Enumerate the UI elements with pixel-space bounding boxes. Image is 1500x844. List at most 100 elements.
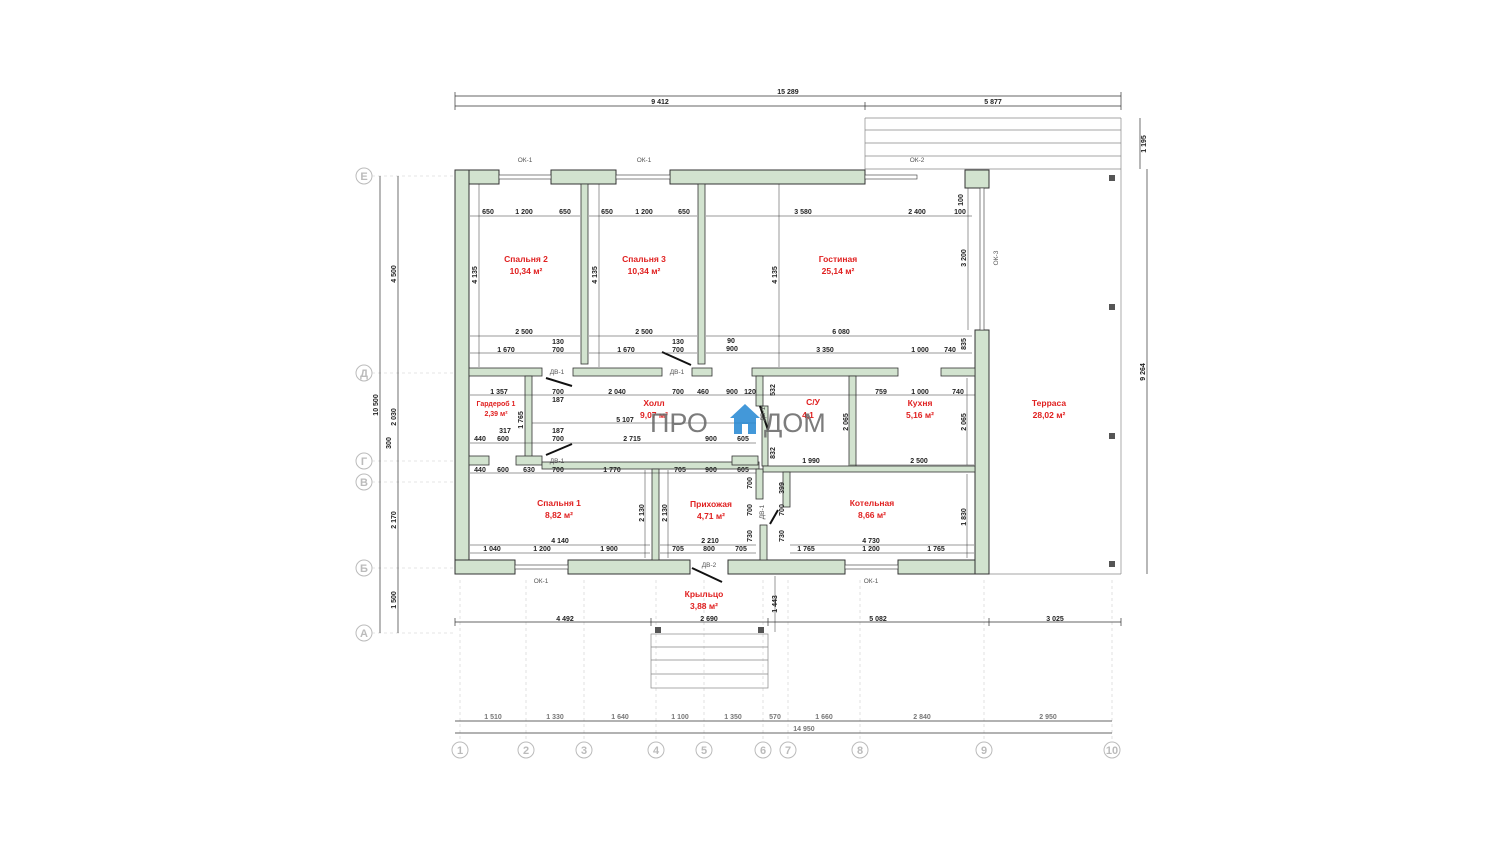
room-label-terrace: Терраса 28,02 м² (1032, 398, 1066, 420)
dim-liv-835: 835 (961, 338, 968, 350)
dim-pr-h: 2 130 (662, 504, 669, 522)
door-swings (545, 351, 779, 583)
axis-row-g: Г (361, 456, 368, 468)
room-name: Терраса (1032, 398, 1066, 408)
dim-hall-bot-8: 605 (737, 467, 749, 474)
dim-b2-win-2: 700 (552, 347, 564, 354)
dim-c1443: 1 443 (772, 595, 779, 613)
axis-col-1: 1 (457, 745, 463, 757)
dim-hall-mid-5: 900 (705, 436, 717, 443)
room-name: С/У (806, 397, 821, 407)
dim-hall-top-2: 700 (552, 389, 564, 396)
dim-hall-5107: 5 107 (616, 417, 634, 424)
dim-hall-bot-7: 900 (705, 467, 717, 474)
left-total-dim: 10 500 (373, 394, 380, 416)
room-name: Спальня 2 (504, 254, 548, 264)
dim-liv-900: 900 (726, 346, 738, 353)
dim-c700-b: 700 (747, 504, 754, 516)
room-label-wardrobe: Гардероб 1 2,39 м² (477, 400, 516, 418)
door-tag-dv2: ДВ-2 (702, 562, 717, 569)
room-area: 9,07 м² (640, 410, 668, 420)
dim-hall-187-a: 187 (552, 397, 564, 404)
window-tag-ok2: ОК-2 (910, 157, 925, 164)
terrace-posts (655, 175, 1115, 633)
dim-b3-top-1: 650 (601, 209, 613, 216)
dim-hall-top-1: 1 357 (490, 389, 508, 396)
dim-kot-bot-3: 1 765 (927, 546, 945, 553)
axis-col-3: 3 (581, 745, 587, 757)
axis-col-9: 9 (981, 745, 987, 757)
room-area: 10,34 м² (628, 266, 661, 276)
terrace-steps-top (864, 117, 1122, 575)
right-block-width: 5 877 (984, 99, 1002, 106)
room-name: Спальня 1 (537, 498, 581, 508)
bottom-outer-1: 4 492 (556, 616, 574, 623)
room-area: 3,88 м² (690, 601, 718, 611)
dim-pr-bot-3: 705 (735, 546, 747, 553)
grid-dim-1: 1 510 (484, 714, 502, 721)
dim-b1-top: 4 140 (551, 538, 569, 545)
axis-row-d: Д (360, 368, 368, 380)
dim-hall-bot-1: 440 (474, 467, 486, 474)
axis-col-7: 7 (785, 745, 791, 757)
column-axis-markers (451, 741, 1121, 759)
dim-c700-a: 700 (747, 477, 754, 489)
dim-kit-h: 2 065 (961, 413, 968, 431)
dim-c730-a: 730 (747, 530, 754, 542)
dim-hall-bot-6: 705 (674, 467, 686, 474)
dim-hall-bot-4: 700 (552, 467, 564, 474)
axis-col-10: 10 (1106, 745, 1118, 757)
dim-hall-mid-2: 600 (497, 436, 509, 443)
left-upper-dim: 4 500 (391, 265, 398, 283)
room-name: Спальня 3 (622, 254, 666, 264)
dim-b3-top-2: 1 200 (635, 209, 653, 216)
axis-row-a: А (360, 628, 368, 640)
dim-b3-bot: 2 500 (635, 329, 653, 336)
dim-liv-100: 100 (958, 194, 965, 206)
house-icon (730, 404, 760, 434)
dim-b2-win-1: 1 670 (497, 347, 515, 354)
dim-liv-3200: 3 200 (961, 249, 968, 267)
grid-dim-5: 1 350 (724, 714, 742, 721)
dim-su-h: 2 065 (843, 413, 850, 431)
dim-kot-bot-1: 1 765 (797, 546, 815, 553)
room-name: Крыльцо (685, 589, 724, 599)
dim-hall-317: 317 (499, 428, 511, 435)
left-porch-dim: 1 500 (391, 591, 398, 609)
room-name: Кухня (908, 398, 933, 408)
dim-b2-top-3: 650 (559, 209, 571, 216)
bottom-outer-3: 5 082 (869, 616, 887, 623)
dim-pr-top: 2 210 (701, 538, 719, 545)
dim-hall-mid-3: 700 (552, 436, 564, 443)
grid-dim-3: 1 640 (611, 714, 629, 721)
bottom-outer-4: 3 025 (1046, 616, 1064, 623)
dim-b2-130: 130 (552, 339, 564, 346)
dim-su-832: 832 (770, 447, 777, 459)
dim-liv-win-1: 3 350 (816, 347, 834, 354)
dim-b1-bot-3: 1 900 (600, 546, 618, 553)
dim-hall-mid-1: 440 (474, 436, 486, 443)
room-label-porch: Крыльцо 3,88 м² (685, 589, 724, 611)
room-area: 28,02 м² (1033, 410, 1066, 420)
room-label-boiler-room: Котельная 8,66 м² (850, 498, 895, 520)
window-tag-ok3: ОК-3 (993, 250, 1000, 265)
room-label-entrance: Прихожая 4,71 м² (690, 499, 732, 521)
dim-b1-bot-1: 1 040 (483, 546, 501, 553)
grid-dim-4: 1 100 (671, 714, 689, 721)
axis-row-b: Б (360, 563, 368, 575)
dim-b1-bot-2: 1 200 (533, 546, 551, 553)
left-mid-dim: 2 030 (391, 408, 398, 426)
room-label-bedroom-3: Спальня 3 10,34 м² (622, 254, 666, 276)
dim-kit-top-3: 740 (952, 389, 964, 396)
room-name: Гардероб 1 (477, 400, 516, 408)
dim-liv-bot: 6 080 (832, 329, 850, 336)
window-tag-ok1-a: ОК-1 (518, 157, 533, 164)
top-dimensions (454, 92, 1122, 110)
dim-b3-win-2: 700 (672, 347, 684, 354)
axis-col-8: 8 (857, 745, 863, 757)
dim-hall-top-3: 2 040 (608, 389, 626, 396)
axis-col-5: 5 (701, 745, 707, 757)
dim-pr-bot-2: 800 (703, 546, 715, 553)
window-tag-ok1-c: ОК-1 (534, 578, 549, 585)
